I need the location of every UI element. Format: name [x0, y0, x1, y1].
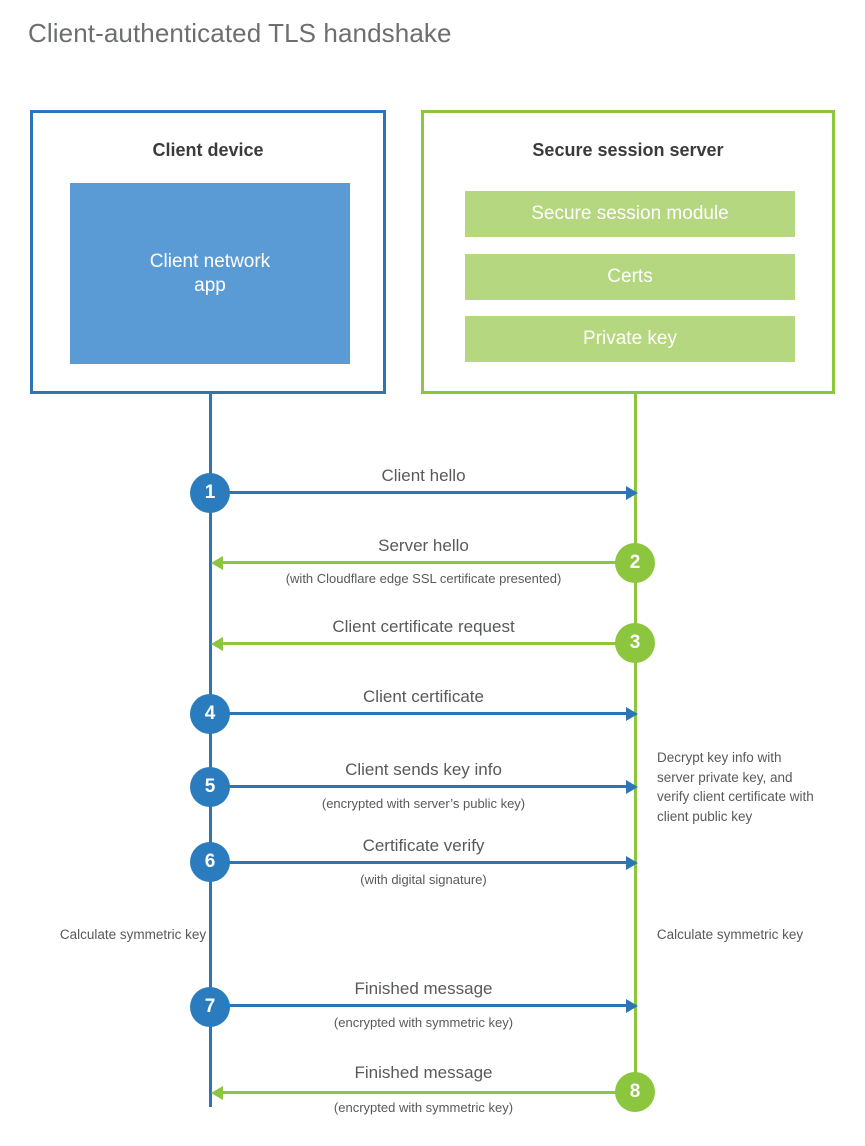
server-decrypt-note: Decrypt key info with server private key… [657, 750, 814, 824]
step-8-circle[interactable]: 8 [615, 1072, 655, 1112]
step-5-sublabel: (encrypted with server’s public key) [321, 796, 526, 811]
arrowhead-left-icon [211, 636, 223, 651]
step-7-arrow [211, 998, 638, 1013]
step-2-label: Server hello [378, 536, 469, 555]
server-bar-secure-session-module: Secure session module [465, 191, 795, 237]
client-device-box: Client device Client network app [30, 110, 386, 394]
step-7-sublabel: (encrypted with symmetric key) [333, 1015, 514, 1030]
step-6-circle[interactable]: 6 [190, 842, 230, 882]
server-calculate-symmetric-key-note: Calculate symmetric key [656, 927, 804, 942]
client-network-app-label: Client network app [150, 250, 270, 298]
step-5-arrow [211, 779, 638, 794]
step-3-circle[interactable]: 3 [615, 623, 655, 663]
arrowhead-right-icon [626, 998, 638, 1013]
arrowhead-right-icon [626, 485, 638, 500]
client-device-title: Client device [152, 140, 264, 160]
client-network-app-block: Client network app [70, 183, 350, 364]
step-5-label: Client sends key info [345, 760, 502, 779]
secure-session-server-title: Secure session server [532, 140, 724, 160]
secure-session-server-box: Secure session server Secure session mod… [421, 110, 835, 394]
client-calculate-symmetric-key-note: Calculate symmetric key [59, 927, 207, 942]
step-4-arrow [211, 706, 638, 721]
server-bar-certs: Certs [465, 254, 795, 300]
step-2-arrow [211, 555, 627, 570]
page-title: Client-authenticated TLS handshake [28, 18, 452, 48]
arrowhead-left-icon [211, 1085, 223, 1100]
step-6-sublabel: (with digital signature) [360, 872, 487, 887]
client-lifeline [209, 391, 212, 1107]
step-5-circle[interactable]: 5 [190, 767, 230, 807]
step-8-sublabel: (encrypted with symmetric key) [333, 1100, 514, 1115]
arrowhead-right-icon [626, 855, 638, 870]
step-7-label: Finished message [354, 979, 493, 998]
step-6-label: Certificate verify [362, 836, 485, 855]
server-lifeline [634, 391, 637, 1094]
step-4-circle[interactable]: 4 [190, 694, 230, 734]
step-8-label: Finished message [354, 1063, 493, 1082]
step-8-arrow [211, 1085, 627, 1100]
client-app-label-line2: app [194, 274, 226, 296]
step-4-label: Client certificate [363, 687, 484, 706]
arrowhead-right-icon [626, 779, 638, 794]
client-app-label-line1: Client network [149, 250, 271, 272]
arrowhead-left-icon [211, 555, 223, 570]
server-bar-private-key: Private key [465, 316, 795, 362]
step-7-circle[interactable]: 7 [190, 987, 230, 1027]
step-3-label: Client certificate request [332, 617, 515, 636]
arrowhead-right-icon [626, 706, 638, 721]
step-2-circle[interactable]: 2 [615, 543, 655, 583]
step-3-arrow [211, 636, 627, 651]
step-1-arrow [211, 485, 638, 500]
step-2-sublabel: (with Cloudflare edge SSL certificate pr… [285, 571, 562, 586]
step-6-arrow [211, 855, 638, 870]
step-1-circle[interactable]: 1 [190, 473, 230, 513]
step-1-label: Client hello [381, 466, 466, 485]
